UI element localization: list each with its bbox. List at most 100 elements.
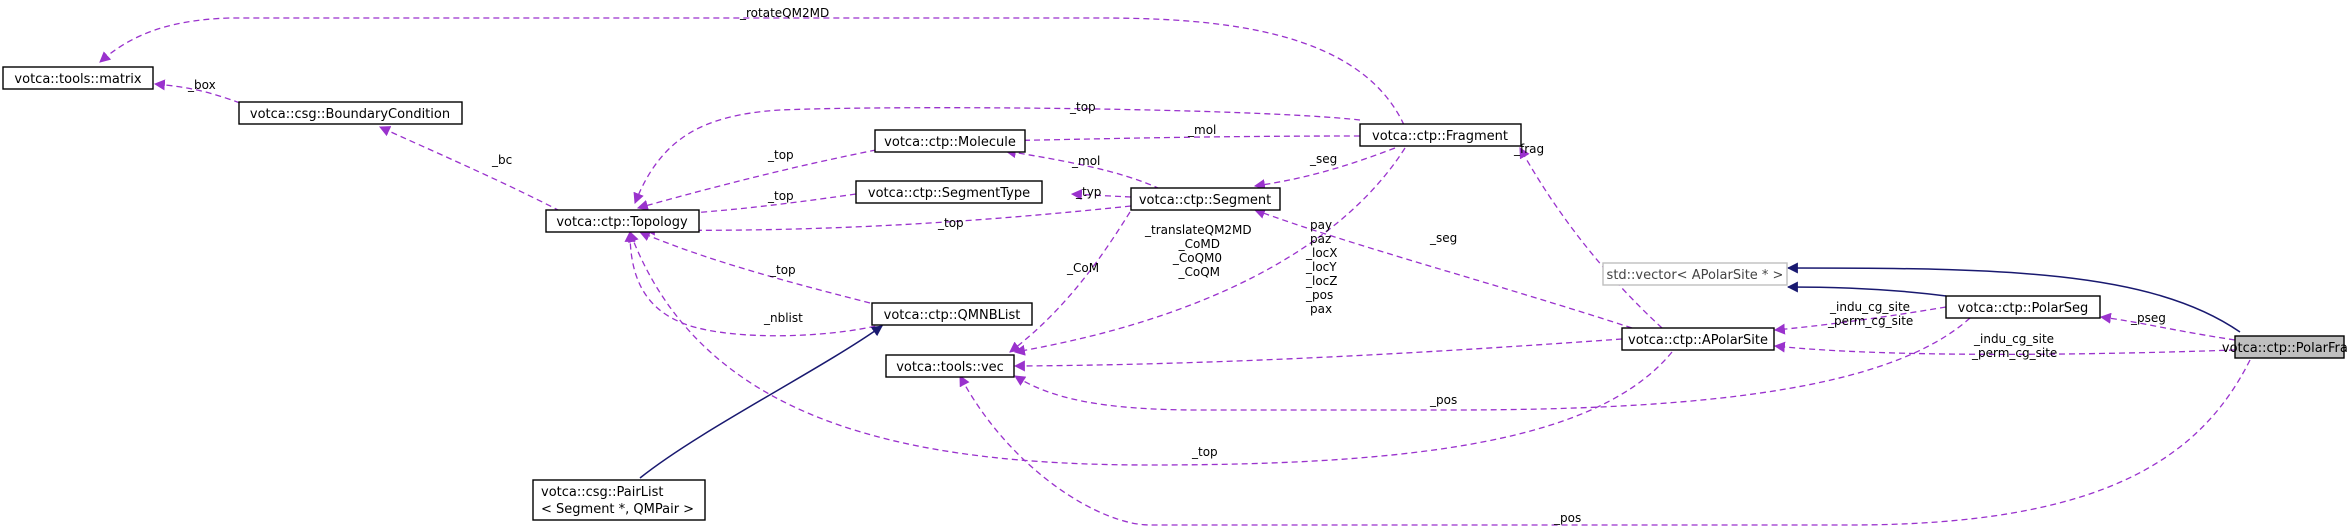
- edge-label-fragment-vec-item: _pos: [1305, 288, 1333, 302]
- node-tools-matrix[interactable]: votca::tools::matrix: [2, 66, 154, 90]
- edge-label-fragment-vec-item: _locY: [1305, 260, 1337, 274]
- edge-label-segment-vec-list: _translateQM2MD _CoMD _CoQM0 _CoQM: [1144, 223, 1252, 279]
- edge-rotateqm2md: [99, 17, 1405, 126]
- edge-label-segment-vec-item: _CoQM0: [1172, 251, 1222, 265]
- nodes: votca::tools::matrix votca::csg::Boundar…: [2, 66, 2347, 521]
- edge-pos-polarfrag: [959, 359, 2251, 526]
- edge-label-apolarsite-polarseg-1: _indu_cg_site: [1829, 300, 1910, 314]
- node-label: votca::tools::vec: [896, 360, 1004, 375]
- edge-label-pos-polarseg: _pos: [1429, 393, 1457, 407]
- edge-label-box: _box: [187, 78, 216, 92]
- edge-bc: [379, 126, 561, 212]
- edge-label-top-apolarsite: _top: [1191, 445, 1218, 459]
- edge-pos-polarseg: [1014, 317, 1971, 411]
- edge-label-nblist: _nblist: [763, 311, 803, 325]
- node-box: [1359, 123, 1522, 147]
- edge-top-molecule: [636, 149, 877, 211]
- edge-nblist: [624, 230, 886, 337]
- node-polarfrag[interactable]: votca::ctp::PolarFrag: [2222, 335, 2347, 359]
- edge-frag-apolarsite: [1519, 147, 1663, 329]
- node-label: votca::ctp::Fragment: [1372, 129, 1508, 144]
- edge-label-com-segment: _CoM: [1066, 261, 1099, 275]
- node-label: votca::tools::matrix: [14, 72, 141, 87]
- node-pairlist[interactable]: votca::csg::PairList < Segment *, QMPair…: [532, 479, 706, 521]
- edge-label-segment-vec-item: _CoMD: [1178, 237, 1220, 251]
- node-fragment[interactable]: votca::ctp::Fragment: [1359, 123, 1522, 147]
- node-box: [1130, 187, 1281, 211]
- edge-label-fragment-vec-item: paz: [1310, 232, 1331, 246]
- node-label-line2: < Segment *, QMPair >: [541, 502, 694, 517]
- node-segment[interactable]: votca::ctp::Segment: [1130, 187, 1281, 211]
- node-boundary-condition[interactable]: votca::csg::BoundaryCondition: [238, 101, 463, 125]
- node-box: [1621, 327, 1775, 351]
- node-label: votca::ctp::Molecule: [884, 135, 1016, 150]
- node-segment-type[interactable]: votca::ctp::SegmentType: [855, 180, 1043, 204]
- node-std-vector[interactable]: std::vector< APolarSite * >: [1602, 262, 1788, 286]
- edge-apolarsite-polarfrag: [1773, 341, 2236, 356]
- edge-top-segment: [643, 205, 1132, 236]
- node-box: [2234, 335, 2345, 359]
- edge-typ: [1070, 189, 1132, 201]
- edge-label-mol-fragment: _mol: [1187, 123, 1216, 137]
- edge-label-top-qmnblist: _top: [769, 263, 796, 277]
- node-label: votca::ctp::SegmentType: [868, 186, 1030, 201]
- node-box: [885, 354, 1015, 378]
- node-label: votca::ctp::QMNBList: [884, 308, 1021, 323]
- edge-label-rotateqm2md: _rotateQM2MD: [739, 6, 829, 20]
- node-polarseg[interactable]: votca::ctp::PolarSeg: [1945, 295, 2101, 319]
- node-label: votca::ctp::APolarSite: [1628, 333, 1768, 348]
- node-label: votca::ctp::Segment: [1139, 193, 1271, 208]
- edge-label-top-segment: _top: [937, 216, 964, 230]
- edge-label-segment-vec-item: _translateQM2MD: [1144, 223, 1252, 237]
- node-molecule[interactable]: votca::ctp::Molecule: [874, 129, 1026, 153]
- edge-mol-segment: [1004, 147, 1161, 190]
- edge-label-fragment-vec-item: pay: [1310, 218, 1332, 232]
- node-tools-vec[interactable]: votca::tools::vec: [885, 354, 1015, 378]
- edge-mol-fragment: [986, 135, 1361, 147]
- node-box: [545, 209, 700, 233]
- node-box: [1945, 295, 2101, 319]
- edge-label-top-fragment: _top: [1069, 100, 1096, 114]
- edge-label-seg-apolarsite: _seg: [1429, 231, 1457, 245]
- edge-label-fragment-vec-item: pax: [1310, 302, 1332, 316]
- node-label: std::vector< APolarSite * >: [1607, 268, 1784, 283]
- edge-label-pos-polarfrag: _pos: [1553, 511, 1581, 525]
- node-qmnblist[interactable]: votca::ctp::QMNBList: [871, 302, 1033, 326]
- edge-top-fragment: [633, 107, 1361, 205]
- edge-label-seg-fragment: _seg: [1309, 152, 1337, 166]
- edge-label-apolarsite-polarfrag-2: _perm_cg_site: [1971, 346, 2057, 360]
- edge-label-segment-vec-item: _CoQM: [1177, 265, 1220, 279]
- node-box: [871, 302, 1033, 326]
- node-apolarsite[interactable]: votca::ctp::APolarSite: [1621, 327, 1775, 351]
- node-label: votca::ctp::PolarSeg: [1958, 301, 2089, 316]
- edge-top-qmnblist: [638, 230, 871, 304]
- edge-label-fragment-vec-item: _locX: [1305, 246, 1338, 260]
- edge-label-apolarsite-polarseg-2: _perm_cg_site: [1827, 314, 1913, 328]
- node-box: [532, 479, 706, 521]
- edge-label-top-segmenttype: _top: [767, 189, 794, 203]
- edge-apolarsite-vec: [1013, 338, 1623, 372]
- edge-apolarsite-polarseg: [1773, 306, 1947, 335]
- node-label: votca::ctp::PolarFrag: [2222, 341, 2347, 356]
- node-box: [2, 66, 154, 90]
- edge-inherit-polarseg-vector: [1786, 281, 1947, 297]
- edges: _rotateQM2MD _box _bc _top _mol _top _se…: [99, 6, 2251, 526]
- edge-pseg: [2099, 312, 2236, 341]
- edge-label-fragment-vec-item: _locZ: [1305, 274, 1338, 288]
- node-label: votca::csg::BoundaryCondition: [250, 107, 450, 122]
- node-box: [855, 180, 1043, 204]
- edge-label-apolarsite-polarfrag-1: _indu_cg_site: [1973, 332, 2054, 346]
- node-box: [238, 101, 463, 125]
- node-box: [874, 129, 1026, 153]
- edge-label-typ: _typ: [1075, 185, 1101, 199]
- edge-label-pseg: _pseg: [2130, 311, 2166, 325]
- edge-seg-apolarsite: [1253, 208, 1633, 329]
- edge-label-bc: _bc: [491, 153, 512, 167]
- edge-fragment-vec: [1013, 147, 1406, 356]
- edge-label-fragment-vec-list: pay paz _locX _locY _locZ _pos pax: [1305, 218, 1338, 316]
- node-label: votca::ctp::Topology: [556, 215, 688, 230]
- node-topology[interactable]: votca::ctp::Topology: [545, 209, 700, 233]
- node-box: [1602, 262, 1788, 286]
- edge-inherit-pairlist-qmnblist: [639, 325, 883, 479]
